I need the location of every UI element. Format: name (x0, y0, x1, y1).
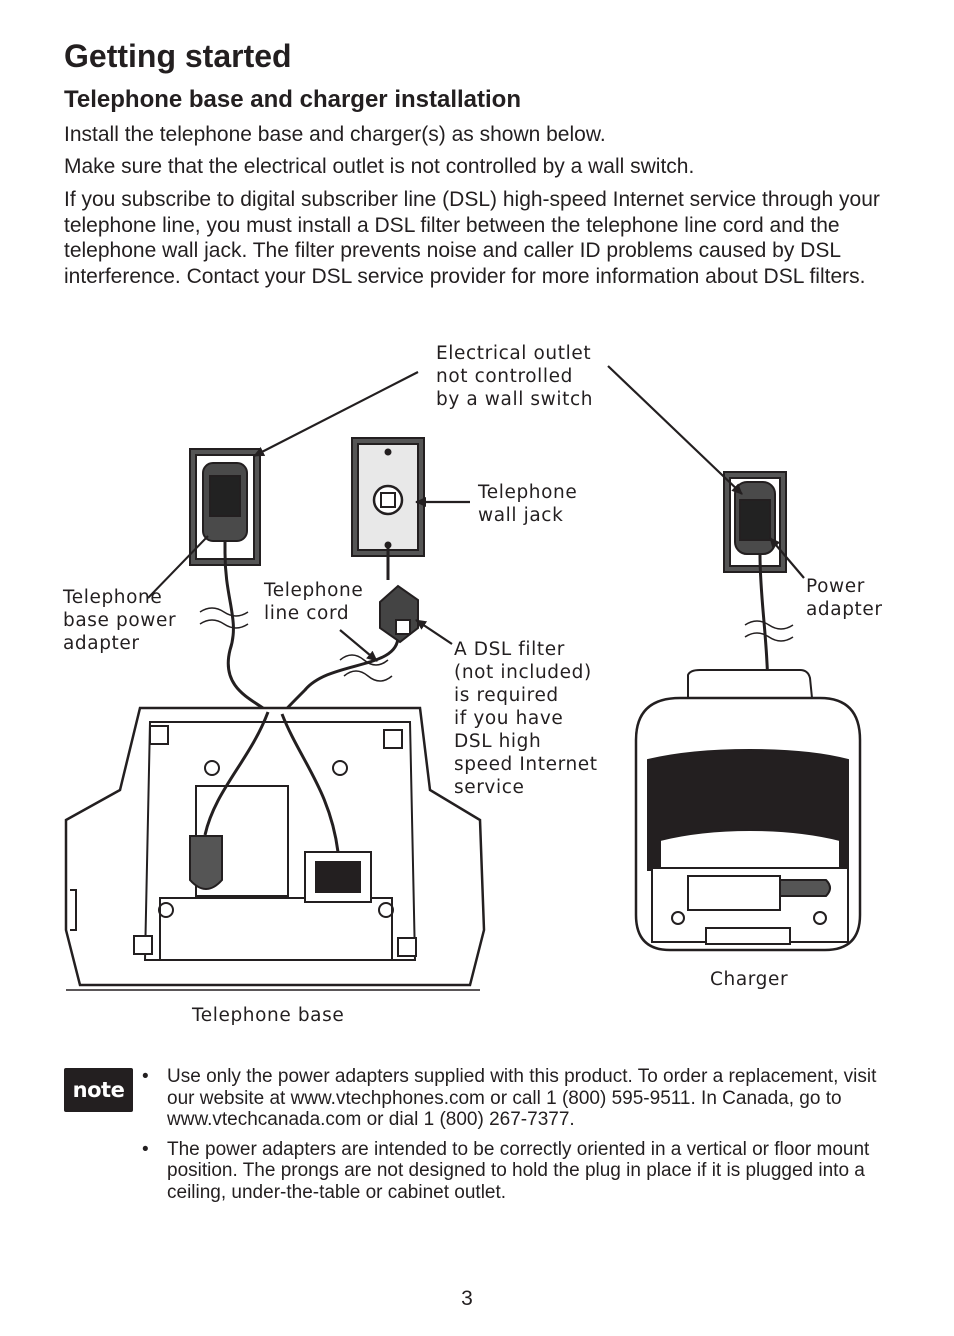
dsl-filter-label: A DSL filter (not included) is required … (454, 639, 598, 798)
outlet-label: Electrical outlet not controlled by a wa… (436, 343, 594, 410)
note-list: • Use only the power adapters supplied w… (140, 1066, 900, 1211)
base-power-adapter-label: Telephone base power adapter (63, 587, 177, 654)
note-text: Use only the power adapters supplied wit… (167, 1066, 877, 1130)
power-adapter-label: Power adapter (806, 576, 883, 620)
note-item: • The power adapters are intended to be … (140, 1139, 900, 1204)
outlet-warning-paragraph: Make sure that the electrical outlet is … (64, 155, 695, 178)
page-title: Getting started (64, 38, 292, 74)
bullet-icon: • (142, 1138, 149, 1160)
wall-jack (351, 437, 425, 557)
charger-label: Charger (710, 969, 789, 990)
wall-jack-label: Telephone wall jack (478, 482, 578, 526)
note-item: • Use only the power adapters supplied w… (140, 1066, 900, 1131)
left-outlet (189, 448, 261, 566)
telephone-base-drawing (64, 706, 486, 991)
dsl-filter (379, 584, 419, 644)
section-heading: Telephone base and charger installation (64, 86, 521, 113)
line-cord-label: Telephone line cord (264, 580, 364, 624)
page-number: 3 (461, 1287, 473, 1310)
telephone-base-label: Telephone base (192, 1005, 345, 1026)
installation-illustration (64, 365, 862, 991)
bullet-icon: • (142, 1066, 149, 1087)
intro-paragraph: Install the telephone base and charger(s… (64, 123, 606, 146)
charger-drawing (634, 669, 862, 952)
note-badge: note (64, 1068, 133, 1112)
installation-diagram: Electrical outlet not controlled by a wa… (0, 330, 954, 1050)
note-text: The power adapters are intended to be co… (167, 1138, 870, 1203)
dsl-paragraph: If you subscribe to digital subscriber l… (64, 188, 880, 288)
